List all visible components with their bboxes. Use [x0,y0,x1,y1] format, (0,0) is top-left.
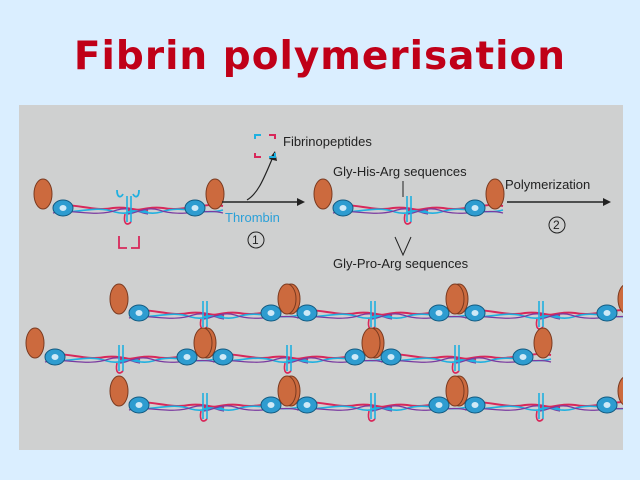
fibrin-monomer [314,179,504,224]
fibrin-polymer [26,284,623,421]
thrombin-arrow [222,151,305,206]
fibrinogen-molecule [34,179,224,249]
gly-his-arg-label: Gly-His-Arg sequences [333,164,467,179]
diagram-panel: Thrombin 1 Fibrinopeptides Gly-His-Arg s… [19,105,623,450]
fibrinopeptides-label: Fibrinopeptides [283,134,372,149]
svg-text:1: 1 [252,233,259,247]
polymer-row-2 [26,328,552,373]
gly-pro-arg-pointer [394,236,412,257]
thrombin-label: Thrombin [225,210,280,225]
polymer-row-3 [110,376,623,421]
page-title: Fibrin polymerisation [73,34,567,79]
fibrinopeptides-icon [254,134,276,158]
polymerization-label: Polymerization [505,177,590,192]
svg-text:2: 2 [553,218,560,232]
gly-pro-arg-label: Gly-Pro-Arg sequences [333,256,469,271]
step1-marker: 1 [247,231,265,249]
step2-marker: 2 [548,216,566,234]
polymerization-arrow [507,198,611,206]
polymer-row-1 [110,284,623,329]
fibrin-diagram: Thrombin 1 Fibrinopeptides Gly-His-Arg s… [19,134,623,450]
